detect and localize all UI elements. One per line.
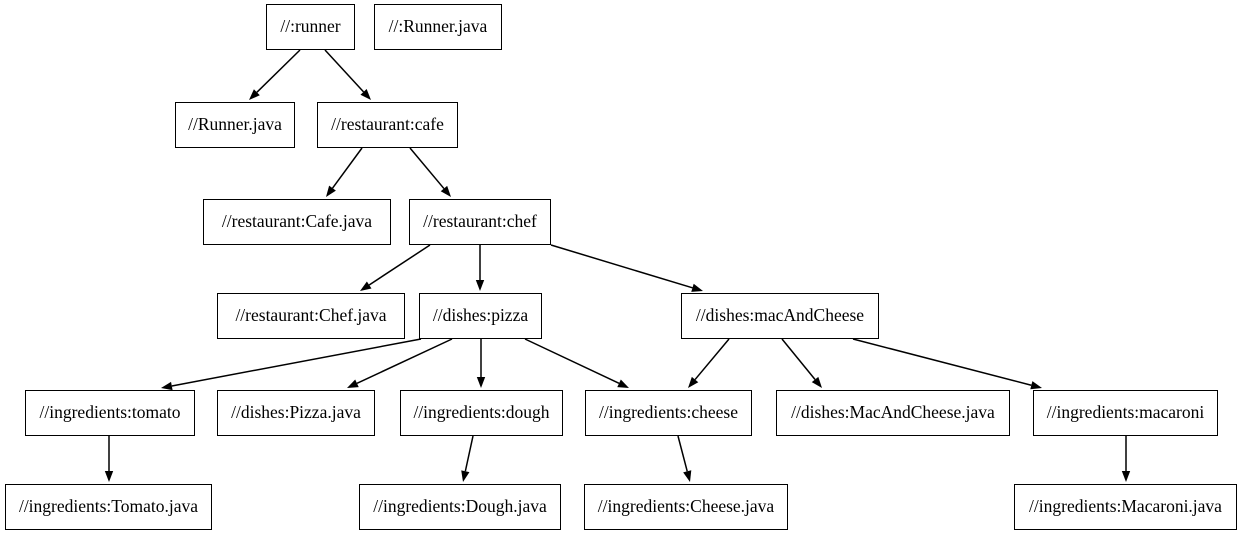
graph-node-restaurant_chef[interactable]: //restaurant:chef <box>409 199 551 245</box>
graph-node-cafe_java[interactable]: //restaurant:Cafe.java <box>203 199 391 245</box>
graph-edge-restaurant_cafe-to-restaurant_chef <box>409 147 451 197</box>
graph-node-dough_java[interactable]: //ingredients:Dough.java <box>359 484 561 530</box>
graph-node-label: //restaurant:Cafe.java <box>221 211 373 232</box>
edge-line <box>694 338 730 381</box>
graph-node-tomato_java[interactable]: //ingredients:Tomato.java <box>5 484 212 530</box>
graph-node-cheese_java[interactable]: //ingredients:Cheese.java <box>584 484 788 530</box>
graph-node-mac_java[interactable]: //dishes:MacAndCheese.java <box>776 390 1010 436</box>
edge-line <box>256 49 301 93</box>
graph-edge-ing_macaroni-to-macaroni_java <box>1121 436 1131 482</box>
graph-node-restaurant_cafe[interactable]: //restaurant:cafe <box>317 102 458 148</box>
graph-edge-restaurant_chef-to-dishes_mac <box>550 244 703 292</box>
edge-arrowhead <box>688 376 699 388</box>
graph-node-label: //ingredients:cheese <box>599 402 738 423</box>
edge-arrowhead <box>347 379 359 388</box>
graph-node-label: //:Runner.java <box>388 16 488 37</box>
graph-node-label: //ingredients:Macaroni.java <box>1029 496 1222 517</box>
graph-node-label: //dishes:pizza <box>432 305 529 326</box>
edge-line <box>171 338 422 387</box>
edge-arrowhead <box>1121 471 1131 482</box>
graph-edge-dishes_pizza-to-ing_cheese <box>524 338 629 388</box>
graph-edge-runner-to-runner_java <box>249 49 301 100</box>
graph-node-ing_cheese[interactable]: //ingredients:cheese <box>585 390 752 436</box>
graph-node-label: //dishes:MacAndCheese.java <box>791 402 995 423</box>
edge-arrowhead <box>440 185 451 197</box>
edge-arrowhead <box>475 280 485 291</box>
edge-arrowhead <box>249 89 260 100</box>
edge-line <box>464 435 474 472</box>
edge-arrowhead <box>360 89 371 100</box>
edge-arrowhead <box>1030 381 1042 390</box>
graph-node-macaroni_java[interactable]: //ingredients:Macaroni.java <box>1014 484 1237 530</box>
graph-node-label: //ingredients:Cheese.java <box>597 496 775 517</box>
edge-line <box>324 49 365 93</box>
graph-node-runner_java[interactable]: //Runner.java <box>175 102 295 148</box>
edge-arrowhead <box>811 376 822 388</box>
graph-node-ing_macaroni[interactable]: //ingredients:macaroni <box>1033 390 1218 436</box>
graph-edge-restaurant_chef-to-chef_java <box>360 244 431 291</box>
edge-arrowhead <box>161 381 173 391</box>
edge-line <box>852 338 1032 386</box>
graph-node-pizza_java[interactable]: //dishes:Pizza.java <box>217 390 375 436</box>
edge-line <box>524 338 620 384</box>
graph-edge-dishes_mac-to-ing_macaroni <box>852 338 1042 390</box>
graph-edge-dishes_pizza-to-ing_tomato <box>161 338 422 391</box>
edge-arrowhead <box>691 283 703 292</box>
edge-line <box>356 338 453 385</box>
edge-arrowhead <box>683 470 692 482</box>
graph-node-label: //ingredients:tomato <box>39 402 181 423</box>
edge-arrowhead <box>326 185 336 197</box>
graph-node-label: //restaurant:cafe <box>331 114 444 135</box>
graph-edge-ing_dough-to-dough_java <box>461 435 474 482</box>
edge-line <box>368 244 431 286</box>
graph-edge-ing_tomato-to-tomato_java <box>104 436 114 482</box>
edge-line <box>781 338 816 380</box>
graph-node-runner_java_root[interactable]: //:Runner.java <box>374 4 502 50</box>
graph-node-dishes_pizza[interactable]: //dishes:pizza <box>419 293 542 339</box>
edge-line <box>331 147 363 189</box>
graph-edge-dishes_pizza-to-pizza_java <box>347 338 453 388</box>
graph-node-label: //Runner.java <box>188 114 282 135</box>
edge-line <box>409 147 445 190</box>
edge-arrowhead <box>360 281 372 291</box>
graph-node-label: //:runner <box>280 16 341 37</box>
graph-edge-runner-to-restaurant_cafe <box>324 49 371 100</box>
graph-node-dishes_mac[interactable]: //dishes:macAndCheese <box>681 293 879 339</box>
graph-node-label: //ingredients:dough <box>413 402 550 423</box>
graph-edge-dishes_mac-to-ing_cheese <box>688 338 730 388</box>
edge-line <box>550 244 693 289</box>
graph-edge-restaurant_cafe-to-cafe_java <box>326 147 363 197</box>
edge-arrowhead <box>476 377 486 388</box>
edge-arrowhead <box>461 470 470 482</box>
graph-edge-dishes_mac-to-mac_java <box>781 338 822 388</box>
edge-line <box>677 435 688 472</box>
graph-node-chef_java[interactable]: //restaurant:Chef.java <box>217 293 405 339</box>
graph-node-label: //dishes:macAndCheese <box>695 305 865 326</box>
graph-node-label: //restaurant:Chef.java <box>235 305 387 326</box>
graph-edge-dishes_pizza-to-ing_dough <box>476 339 486 388</box>
graph-edge-ing_cheese-to-cheese_java <box>677 435 692 482</box>
graph-node-label: //ingredients:Tomato.java <box>18 496 199 517</box>
graph-node-ing_dough[interactable]: //ingredients:dough <box>400 390 563 436</box>
graph-node-runner[interactable]: //:runner <box>266 4 355 50</box>
graph-node-label: //dishes:Pizza.java <box>231 402 361 423</box>
graph-node-label: //restaurant:chef <box>423 211 537 232</box>
edge-arrowhead <box>104 471 114 482</box>
edge-arrowhead <box>617 379 629 388</box>
graph-node-label: //ingredients:Dough.java <box>373 496 547 517</box>
graph-edge-restaurant_chef-to-dishes_pizza <box>475 245 485 291</box>
graph-node-ing_tomato[interactable]: //ingredients:tomato <box>25 390 195 436</box>
graph-node-label: //ingredients:macaroni <box>1046 402 1205 423</box>
